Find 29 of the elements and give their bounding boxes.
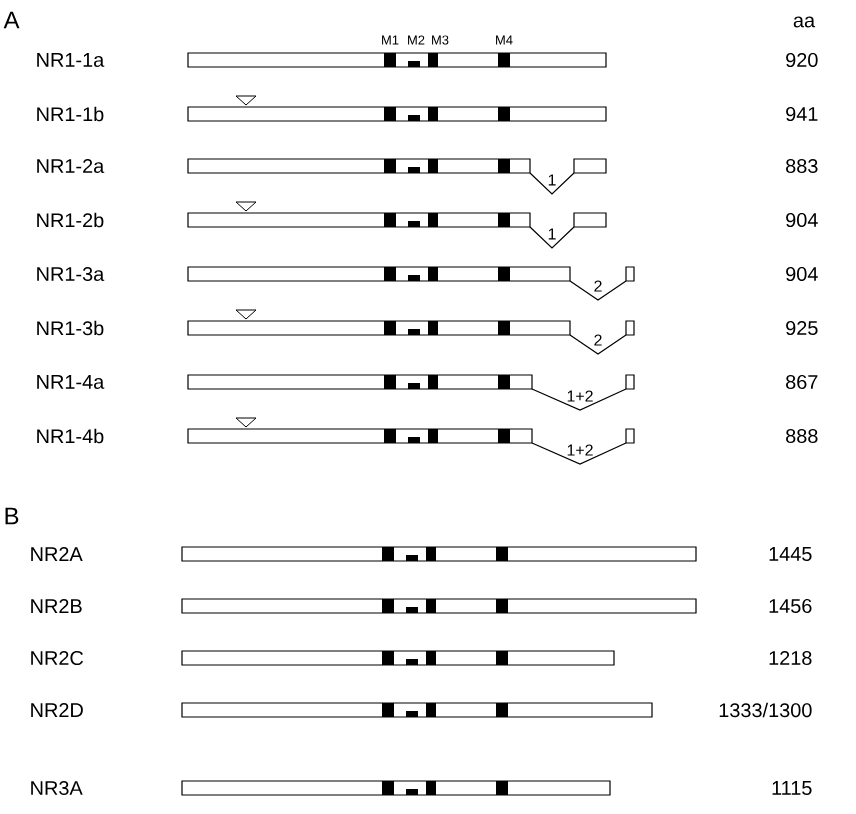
receptor-name: NR2C [31, 650, 84, 666]
length-value: 1445 [769, 547, 812, 561]
receptor-name: NR3A [31, 780, 83, 796]
receptor-name: NR2A [31, 547, 83, 561]
receptor-name: NR1-1b [37, 106, 104, 122]
receptor-name: NR1-4b [37, 428, 104, 444]
length-value: 941 [786, 106, 818, 122]
length-value: 904 [786, 212, 818, 228]
panel-letter: B [5, 507, 19, 525]
length-value: 867 [786, 374, 818, 390]
length-value: 925 [786, 320, 818, 336]
receptor-name: NR2B [31, 599, 82, 613]
receptor-name: NR1-1a [37, 53, 105, 67]
receptor-name: NR1-3b [37, 320, 104, 336]
length-value: 1333/1300 [719, 702, 812, 718]
length-value: 888 [786, 428, 818, 444]
length-value: 1456 [769, 598, 812, 614]
receptor-name: NR2D [31, 703, 83, 717]
receptor-name: NR1-2b [37, 212, 104, 228]
unit-label: aa [793, 16, 816, 28]
length-value: 1115 [772, 781, 812, 795]
length-value: 1218 [769, 650, 812, 666]
length-value: 920 [786, 52, 818, 68]
length-value: 883 [786, 158, 818, 174]
receptor-name: NR1-4a [37, 375, 105, 389]
length-value: 904 [786, 266, 818, 282]
panel-letter: A [3, 11, 20, 29]
receptor-name: NR1-3a [37, 266, 105, 282]
receptor-name: NR1-2a [37, 158, 105, 174]
